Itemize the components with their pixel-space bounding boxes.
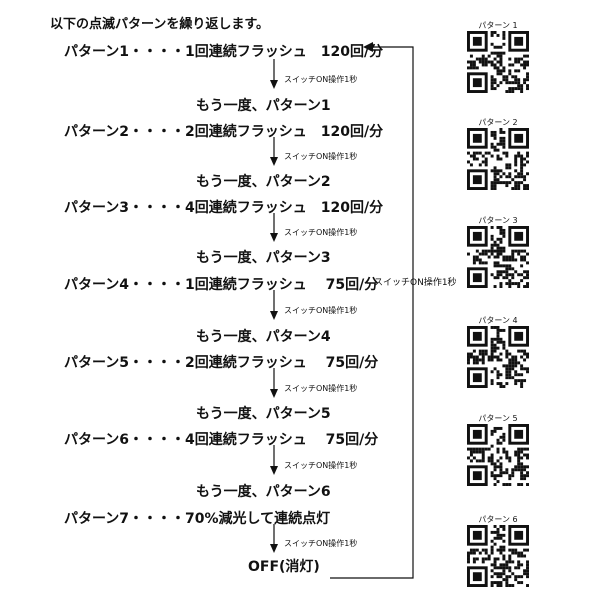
switch-label-2: スイッチON操作1秒 bbox=[284, 152, 358, 161]
off-label: OFF(消灯) bbox=[248, 559, 320, 575]
pattern-1-label: パターン1・・・・1回連続フラッシュ 120回/分 bbox=[64, 44, 384, 60]
repeat-pattern-6: もう一度、パターン6 bbox=[196, 484, 331, 500]
qr-label-5: パターン 5 bbox=[478, 414, 518, 423]
loop-switch-label: スイッチON操作1秒 bbox=[374, 278, 457, 288]
qr-code-2 bbox=[467, 128, 529, 190]
qr-code-4 bbox=[467, 326, 529, 388]
loop-back-line bbox=[330, 46, 414, 579]
repeat-pattern-3: もう一度、パターン3 bbox=[196, 250, 331, 266]
qr-code-5 bbox=[467, 424, 529, 486]
qr-label-4: パターン 4 bbox=[478, 316, 518, 325]
pattern-2-label: パターン2・・・・2回連続フラッシュ 120回/分 bbox=[64, 124, 384, 140]
down-arrow-1 bbox=[270, 59, 278, 89]
switch-label-4: スイッチON操作1秒 bbox=[284, 306, 358, 315]
repeat-pattern-2: もう一度、パターン2 bbox=[196, 174, 331, 190]
switch-label-6: スイッチON操作1秒 bbox=[284, 461, 358, 470]
down-arrow-4 bbox=[270, 290, 278, 320]
qr-label-3: パターン 3 bbox=[478, 216, 518, 225]
down-arrow-2 bbox=[270, 137, 278, 166]
diagram-title: 以下の点滅パターンを繰り返します。 bbox=[50, 17, 270, 32]
repeat-pattern-5: もう一度、パターン5 bbox=[196, 406, 331, 422]
repeat-pattern-1: もう一度、パターン1 bbox=[196, 98, 331, 114]
down-arrow-5 bbox=[270, 368, 278, 398]
down-arrow-6 bbox=[270, 445, 278, 475]
qr-code-3 bbox=[467, 226, 529, 288]
pattern-3-label: パターン3・・・・4回連続フラッシュ 120回/分 bbox=[64, 200, 384, 216]
qr-label-2: パターン 2 bbox=[478, 118, 518, 127]
qr-code-6 bbox=[467, 525, 529, 587]
pattern-7-label: パターン7・・・・70%減光して連続点灯 bbox=[64, 511, 331, 527]
switch-label-3: スイッチON操作1秒 bbox=[284, 228, 358, 237]
switch-label-7: スイッチON操作1秒 bbox=[284, 539, 358, 548]
qr-label-1: パターン 1 bbox=[478, 21, 518, 30]
pattern-4-label: パターン4・・・・1回連続フラッシュ 75回/分 bbox=[64, 277, 379, 293]
pattern-6-label: パターン6・・・・4回連続フラッシュ 75回/分 bbox=[64, 432, 379, 448]
down-arrow-7 bbox=[270, 524, 278, 553]
qr-label-6: パターン 6 bbox=[478, 515, 518, 524]
down-arrow-3 bbox=[270, 213, 278, 242]
switch-label-5: スイッチON操作1秒 bbox=[284, 384, 358, 393]
loop-arrowhead bbox=[363, 42, 373, 52]
pattern-5-label: パターン5・・・・2回連続フラッシュ 75回/分 bbox=[64, 355, 379, 371]
switch-label-1: スイッチON操作1秒 bbox=[284, 75, 358, 84]
repeat-pattern-4: もう一度、パターン4 bbox=[196, 329, 331, 345]
qr-code-1 bbox=[467, 31, 529, 93]
